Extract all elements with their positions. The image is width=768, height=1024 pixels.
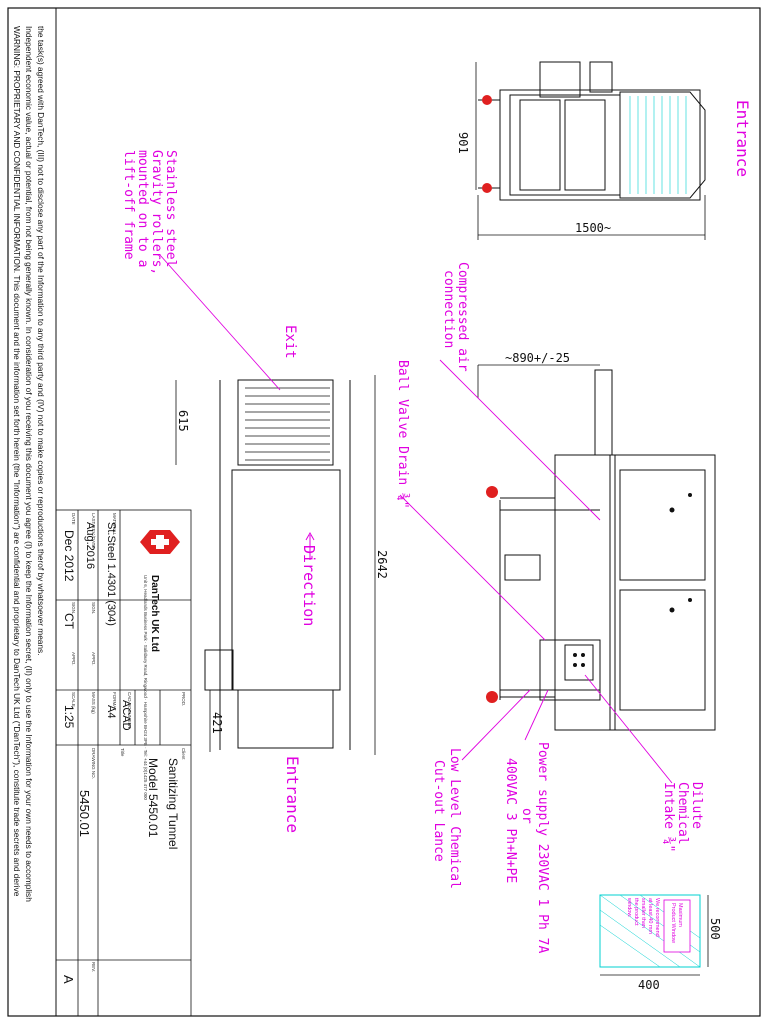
tb-appd-label: APPD. xyxy=(91,652,96,666)
tb-material: St.Steel 1.4301 (304) xyxy=(105,522,117,626)
direction-arrow xyxy=(305,531,315,560)
side-view xyxy=(499,369,716,731)
label-entrance-bottom: Entrance xyxy=(283,756,302,834)
label-compressed-1: Compressed air xyxy=(455,262,470,372)
tb-rev-label: REV. xyxy=(91,962,96,973)
tb-scale: 1:25 xyxy=(62,705,76,729)
side-view-details xyxy=(573,493,692,667)
label-max-window-1: Maximum xyxy=(677,903,683,927)
tb-date-label: DATE xyxy=(71,513,76,525)
company-logo xyxy=(140,530,180,554)
top-view xyxy=(478,61,706,201)
tb-appd2-label: APPD. xyxy=(71,652,76,666)
label-ball-valve: Ball Valve Drain ¾" xyxy=(395,360,410,509)
warning-line-1: WARNING: PROPRIETARY AND CONFIDENTIAL IN… xyxy=(12,26,22,897)
label-recommend-3: smaller than xyxy=(640,898,646,928)
tb-sign-label: SIGN. xyxy=(91,602,96,615)
label-exit: Exit xyxy=(282,325,298,359)
side-view-wheels xyxy=(486,486,498,703)
outer-border xyxy=(7,7,761,1017)
tb-date: Dec 2012 xyxy=(62,530,76,582)
label-compressed-2: connection xyxy=(441,270,456,349)
tb-lastrev: Aug.2016 xyxy=(84,522,96,570)
dim-901: 901 xyxy=(456,132,470,154)
dim-1500: 1500~ xyxy=(575,221,612,235)
label-rollers-1: Stainless steel xyxy=(163,150,178,268)
label-dilute-2: Chemical xyxy=(675,782,690,845)
product-window xyxy=(599,894,709,976)
label-power-2: or xyxy=(519,808,534,824)
dim-890-line xyxy=(477,364,600,398)
dim-2642: 2642 xyxy=(375,550,389,579)
label-rollers-3: mounted on to a xyxy=(135,150,150,268)
label-recommend-2: at least 40 mm xyxy=(647,898,653,935)
label-rollers-2: Gravity rollers, xyxy=(149,150,164,276)
tb-format: A4 xyxy=(105,705,117,719)
leader-lines xyxy=(159,254,673,784)
warning-line-3: the task(s) agreed with DanTech, (III) n… xyxy=(36,26,46,656)
warning-line-2: Independent economic value, actual or po… xyxy=(24,26,34,902)
plan-exit-rollers xyxy=(245,387,330,461)
label-entrance-top: Entrance xyxy=(733,100,752,178)
top-view-wheels xyxy=(482,95,492,193)
label-direction: Direction xyxy=(300,545,318,627)
tb-model: Model 5450.01 xyxy=(146,758,160,838)
tb-sign2: CT xyxy=(62,613,76,629)
tb-drawing-label: DRAWING NO. xyxy=(91,748,96,779)
tb-client: Sanitizing Tunnel xyxy=(166,758,180,850)
label-lowlevel-2: Cut-out Lance xyxy=(431,760,446,862)
label-rollers-4: lift-off frame xyxy=(121,150,136,260)
dim-400: 400 xyxy=(638,978,660,992)
label-power-3: 400VAC 3 Ph+N+PE xyxy=(503,758,518,884)
tb-cad: ACAD xyxy=(120,700,132,731)
label-dilute-1: Dilute xyxy=(689,782,704,829)
plan-view xyxy=(204,379,351,750)
tb-rev: A xyxy=(61,975,76,984)
label-dilute-3: Intake ¾" xyxy=(661,782,676,853)
tb-drawing: 5450.01 xyxy=(77,790,92,837)
tb-client-label: Client xyxy=(181,748,186,760)
dim-615: 615 xyxy=(176,410,190,432)
label-recommend-5: window. xyxy=(626,898,632,918)
top-view-rollers xyxy=(629,96,687,194)
title-block-grid xyxy=(55,509,192,1017)
label-recommend-1: We recommend xyxy=(654,898,660,937)
tb-mass-label: MASS (kg) xyxy=(91,692,96,714)
dim-500: 500 xyxy=(708,918,722,940)
dim-1500-line xyxy=(477,195,706,240)
tb-prod-label: PROD. xyxy=(181,692,186,707)
dim-890: ~890+/-25 xyxy=(505,351,571,365)
label-max-window-2: Product Window xyxy=(670,903,676,944)
label-recommend-4: the product xyxy=(633,898,639,926)
label-lowlevel-1: Low Level Chemical xyxy=(447,748,462,889)
tb-company: DanTech UK Ltd xyxy=(149,575,160,653)
tb-title-label: Title xyxy=(120,748,125,757)
label-power-1: Power supply 230VAC 1 Ph 7A xyxy=(535,742,550,954)
dim-421: 421 xyxy=(210,712,224,734)
